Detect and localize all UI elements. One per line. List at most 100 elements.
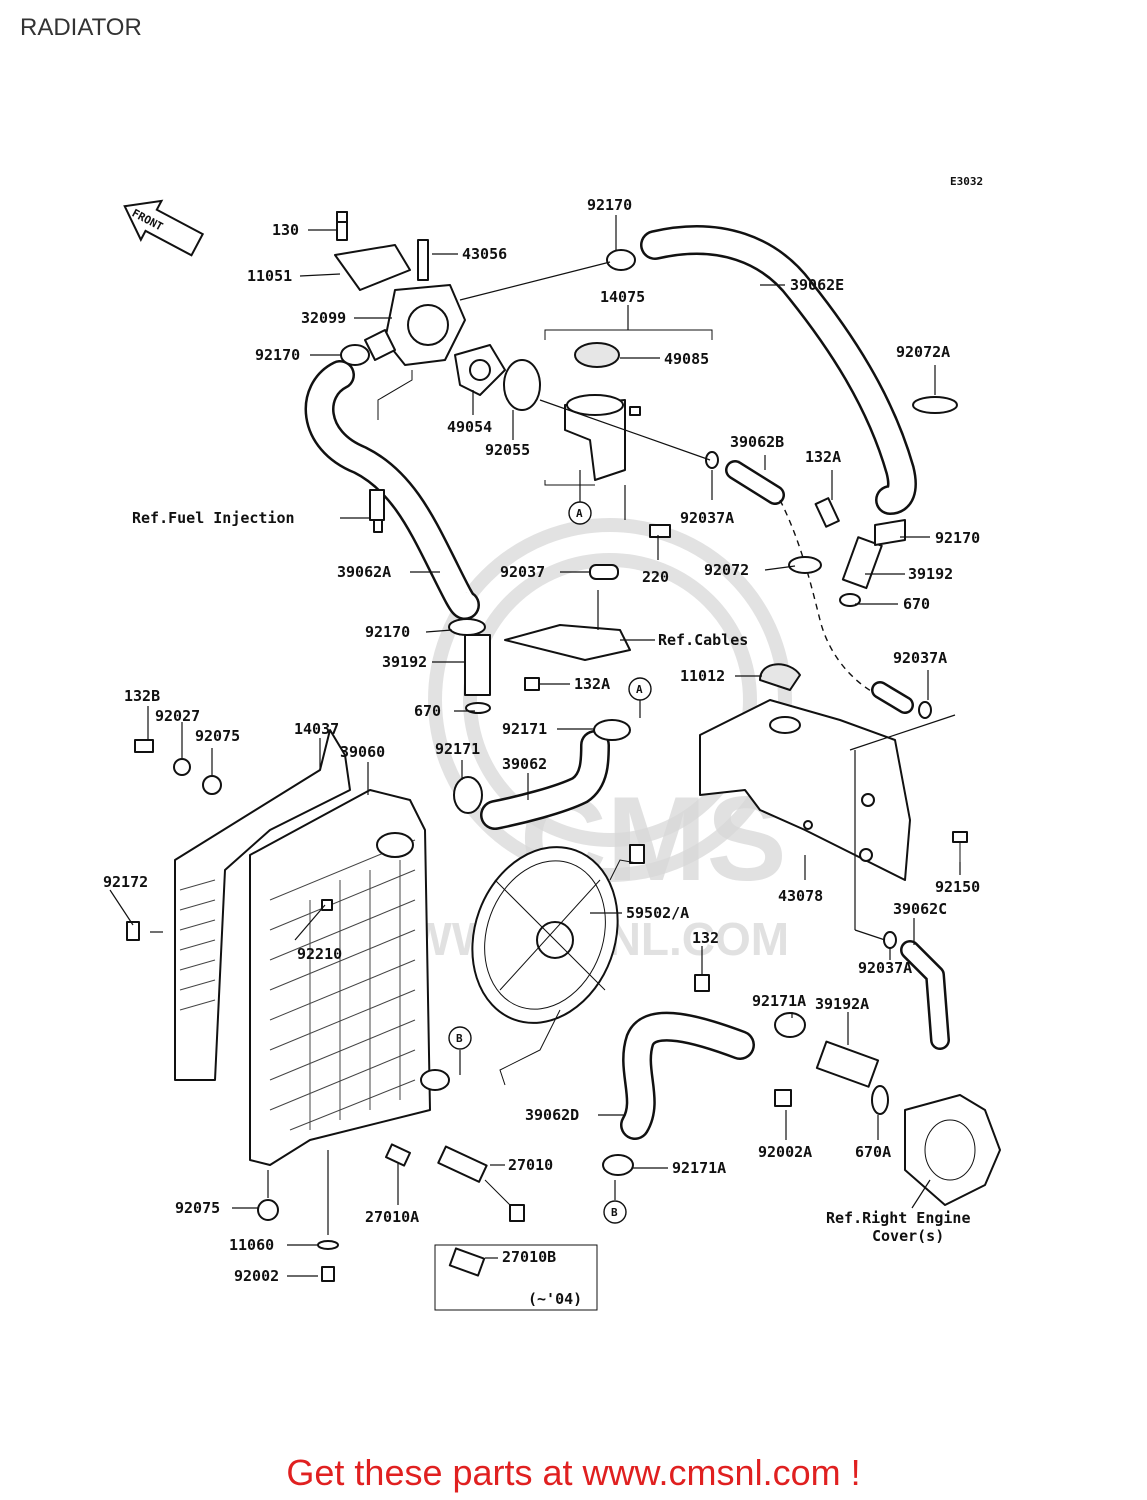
label-670-right: 670 — [903, 595, 930, 613]
o-ring-92055 — [503, 359, 541, 411]
label-92002A: 92002A — [758, 1143, 812, 1161]
cable-bracket — [504, 624, 631, 661]
label-27010A: 27010A — [365, 1208, 419, 1226]
label-92037A-lower: 92037A — [858, 959, 912, 977]
label-43078: 43078 — [778, 887, 823, 905]
label-92172: 92172 — [103, 873, 148, 891]
clamp-92171A-a — [774, 1012, 806, 1038]
sensor-27010A — [384, 1143, 412, 1167]
clamp-92171-a — [593, 719, 631, 741]
label-49085: 49085 — [664, 350, 709, 368]
callout-a-2: A — [628, 677, 652, 701]
radiator-core — [249, 789, 450, 1166]
part-labels: 130 11051 43056 32099 92170 92170 14075 … — [103, 196, 980, 1308]
label-220: 220 — [642, 568, 669, 586]
bracket-14075-lower — [544, 480, 595, 486]
label-27010: 27010 — [508, 1156, 553, 1174]
clamp-92072A — [912, 396, 958, 414]
grommet-92075-top — [202, 775, 222, 795]
bracket-14075 — [544, 329, 713, 340]
label-92037A-right: 92037A — [893, 649, 947, 667]
label-39062A: 39062A — [337, 563, 391, 581]
fitting-39192-upper — [814, 497, 906, 607]
svg-text:A: A — [636, 683, 643, 696]
bolt-92150 — [952, 831, 968, 862]
bolt-132 — [694, 974, 710, 992]
svg-text:B: B — [456, 1032, 463, 1045]
hose-39062B — [725, 460, 785, 505]
callout-b-1: B — [448, 1026, 472, 1050]
clamp-92037A-a — [918, 701, 932, 719]
clamp-92037A-c — [883, 931, 897, 949]
clamp-92072 — [788, 556, 822, 574]
nut-92210 — [321, 899, 333, 911]
clamp-92170-top — [606, 249, 636, 271]
label-39192A: 39192A — [815, 995, 869, 1013]
washer-11060 — [317, 1240, 339, 1250]
label-92170-lower: 92170 — [365, 623, 410, 641]
label-92150: 92150 — [935, 878, 980, 896]
fitting-39192A — [815, 1040, 889, 1115]
hose-39062C — [900, 940, 950, 1050]
label-92037: 92037 — [500, 563, 545, 581]
leader-lines — [109, 215, 961, 1277]
page-title: RADIATOR — [20, 14, 142, 41]
label-39192-left: 39192 — [382, 653, 427, 671]
callout-a-1: A — [568, 501, 592, 525]
plug-92002 — [321, 1266, 335, 1282]
label-92171A-b: 92171A — [672, 1159, 726, 1177]
label-132A-top: 132A — [805, 448, 841, 466]
label-11012: 11012 — [680, 667, 725, 685]
radiator-cover — [174, 729, 351, 1081]
label-92072: 92072 — [704, 561, 749, 579]
label-92171-a: 92171 — [502, 720, 547, 738]
filler-neck — [564, 342, 641, 481]
label-92171-b: 92171 — [435, 740, 480, 758]
label-92027: 92027 — [155, 707, 200, 725]
label-ref-cables: Ref.Cables — [658, 631, 748, 649]
clamp-92170-left — [340, 344, 370, 366]
hose-39062E — [640, 225, 917, 515]
label-year-range: (~'04) — [528, 1290, 582, 1308]
label-92170-left: 92170 — [255, 346, 300, 364]
label-92002: 92002 — [234, 1267, 279, 1285]
overflow-tube — [779, 499, 891, 701]
label-92055: 92055 — [485, 441, 530, 459]
label-92171A-a: 92171A — [752, 992, 806, 1010]
radiator-cap — [574, 342, 620, 368]
label-130: 130 — [272, 221, 299, 239]
label-11060: 11060 — [229, 1236, 274, 1254]
footer-link[interactable]: Get these parts at www.cmsnl.com ! — [286, 1452, 861, 1493]
label-ref-right-engine: Ref.Right Engine — [826, 1209, 971, 1227]
collar-92027 — [173, 758, 191, 776]
diagram-code: E3032 — [950, 175, 983, 188]
reservoir-cap — [759, 663, 801, 691]
fuel-injection-sensor — [369, 489, 385, 533]
label-59502: 59502/A — [626, 904, 689, 922]
label-92170-right: 92170 — [935, 529, 980, 547]
label-92075-bottom: 92075 — [175, 1199, 220, 1217]
label-670A: 670A — [855, 1143, 891, 1161]
svg-text:A: A — [576, 507, 583, 520]
label-92072A: 92072A — [896, 343, 950, 361]
svg-text:B: B — [611, 1206, 618, 1219]
clamp-92037A-b — [705, 451, 719, 469]
label-92210: 92210 — [297, 945, 342, 963]
label-39062: 39062 — [502, 755, 547, 773]
clamp-92171A-b — [602, 1154, 634, 1176]
label-39062D: 39062D — [525, 1106, 579, 1124]
label-32099: 32099 — [301, 309, 346, 327]
label-132: 132 — [692, 929, 719, 947]
label-39062C: 39062C — [893, 900, 947, 918]
label-14075: 14075 — [600, 288, 645, 306]
label-92075-top: 92075 — [195, 727, 240, 745]
label-49054: 49054 — [447, 418, 492, 436]
bolt-92002A — [774, 1089, 792, 1107]
callout-b-2: B — [603, 1200, 627, 1224]
label-cover-s: Cover(s) — [872, 1227, 944, 1245]
bracket-32099 — [377, 370, 413, 420]
label-14037: 14037 — [294, 720, 339, 738]
label-11051: 11051 — [247, 267, 292, 285]
thermostat — [454, 344, 506, 396]
